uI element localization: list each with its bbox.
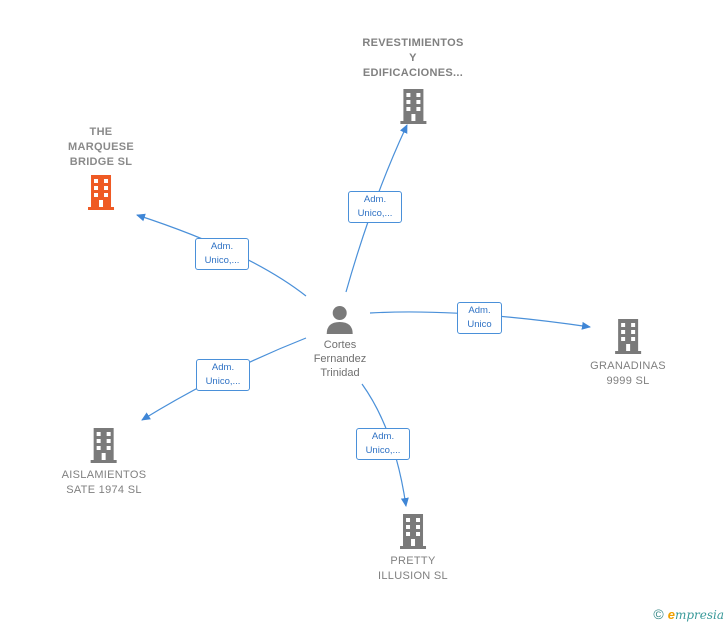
role-label-aislamientos[interactable]: Adm. Unico,...	[196, 359, 250, 391]
person-name: Cortes Fernandez Trinidad	[313, 339, 367, 379]
company-marquese[interactable]: THE MARQUESE BRIDGE SL	[68, 125, 134, 211]
role-label-revestimientos[interactable]: Adm. Unico,...	[348, 191, 402, 223]
building-icon	[88, 175, 114, 210]
building-icon	[615, 319, 641, 354]
company-granadinas[interactable]: GRANADINAS 9999 SL	[590, 319, 666, 389]
copyright-symbol: ©	[653, 606, 664, 622]
brand-initial: e	[667, 607, 675, 622]
company-revestimientos[interactable]: REVESTIMIENTOS Y EDIFICACIONES...	[362, 36, 463, 125]
brand-name: mpresia	[674, 608, 724, 622]
building-icon	[90, 428, 117, 463]
company-pretty[interactable]: PRETTY ILLUSION SL	[378, 514, 448, 584]
role-label-marquese[interactable]: Adm. Unico,...	[195, 238, 249, 270]
person-node[interactable]: Cortes Fernandez Trinidad	[313, 304, 367, 380]
company-aislamientos[interactable]: AISLAMIENTOS SATE 1974 SL	[62, 428, 147, 498]
company-name: AISLAMIENTOS SATE 1974 SL	[61, 469, 147, 496]
building-icon	[399, 514, 426, 549]
company-name: GRANADINAS 9999 SL	[590, 360, 666, 387]
company-name: THE MARQUESE BRIDGE SL	[68, 126, 134, 168]
building-icon	[400, 89, 426, 124]
company-name: REVESTIMIENTOS Y EDIFICACIONES...	[362, 37, 464, 79]
company-name: PRETTY ILLUSION SL	[378, 555, 448, 582]
role-label-pretty[interactable]: Adm. Unico,...	[356, 428, 410, 460]
footer-brand[interactable]: ©empresia	[653, 606, 724, 622]
person-icon	[327, 306, 353, 334]
role-label-granadinas[interactable]: Adm. Unico	[457, 302, 502, 334]
